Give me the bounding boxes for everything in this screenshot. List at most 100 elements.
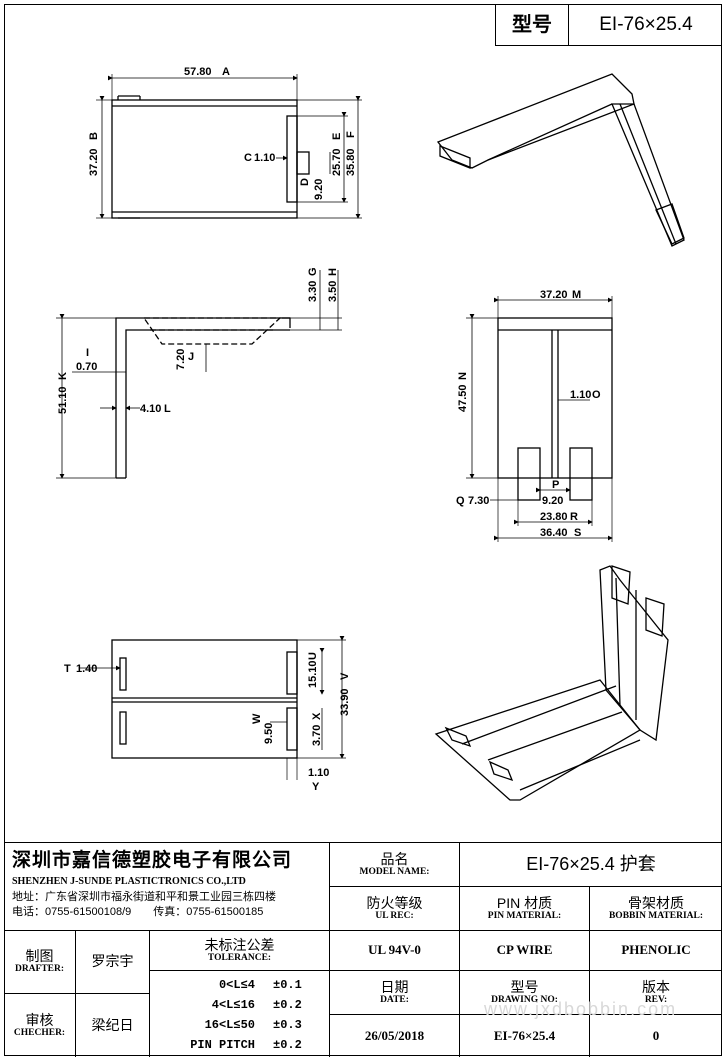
dim-tag-a: A [222,66,230,78]
title-block: 深圳市嘉信德塑胶电子有限公司 SHENZHEN J-SUNDE PLASTICT… [4,842,722,1057]
dim-bot-t: 1.40 [76,663,97,675]
dim-tag-d: D [299,178,311,186]
dim-tag-f: F [345,131,357,138]
dim-bot-x: 3.70 [311,725,323,746]
date-value: 26/05/2018 [364,1027,425,1043]
dim-tag-m: M [572,289,581,301]
tolerance-label-en: TOLERANCE: [207,952,272,963]
dim-tag-g: G [307,267,319,276]
tolerance-row: PIN PITCH±0.2 [190,1038,302,1052]
watermark: www.jxdbobbin.com [484,999,678,1019]
dim-front-r: 23.80 [540,511,568,523]
dim-tag-b: B [88,132,100,140]
top-view [96,74,362,219]
dim-top-d: 9.20 [313,179,325,200]
type-label: 型号 [512,14,552,36]
drawing-no-label-en: DRAWING NO: [491,994,558,1005]
dim-tag-h: H [327,268,339,276]
dim-top-e: 25.70 [331,148,343,176]
tolerance-row: 0<L≤4±0.1 [218,978,302,992]
company-fax: 传真：0755-61500185 [153,905,264,918]
bobbin-material-label: 骨架材质 [628,894,684,911]
tolerance-table: 0<L≤4±0.1 4<L≤16±0.2 16<L≤50±0.3 PIN PIT… [150,971,330,1057]
model-name-label: 品名 [380,850,409,867]
tolerance-label: 未标注公差 [204,936,275,953]
dim-tag-t: T [64,663,71,675]
dim-front-o: 1.10 [570,389,591,401]
dim-side-j: 7.20 [175,349,187,370]
bottom-view [80,636,346,780]
dim-front-m: 37.20 [540,289,568,301]
dim-tag-x: X [311,712,323,720]
dim-tag-j: J [188,351,194,363]
dim-front-n: 47.50 [457,384,469,412]
model-name-value: EI-76×25.4 护套 [526,853,656,874]
dim-tag-y: Y [312,781,320,793]
drawing-frame [4,4,722,1056]
type-box: 型号 EI-76×25.4 [495,4,722,46]
dim-side-k: 51.10 [57,386,69,414]
model-name-label-en: MODEL NAME: [359,866,430,877]
company-name-cn: 深圳市嘉信德塑胶电子有限公司 [12,850,293,871]
dim-tag-s: S [574,527,581,539]
drawing-no-value: EI-76×25.4 [493,1027,556,1043]
front-view [466,296,613,542]
dim-side-l: 4.10 [140,403,161,415]
dim-tag-k: K [57,372,69,380]
dim-bot-y: 1.10 [308,767,329,779]
pin-material-label-en: PIN MATERIAL: [487,910,562,921]
dim-tag-e: E [331,133,343,140]
dim-tag-l: L [164,403,171,415]
dim-top-w: 57.80 [184,66,212,78]
drafter-value: 罗宗宇 [91,953,134,970]
pin-material-value: CP WIRE [496,942,553,958]
side-view [56,270,342,479]
drafter-label: 制图 [25,948,54,965]
dim-top-f: 35.80 [345,148,357,176]
dim-top-c: 1.10 [254,152,275,164]
dim-top-h: 37.20 [88,148,100,176]
ul-value: UL 94V-0 [368,942,421,958]
dim-front-q: 7.30 [468,495,489,507]
dim-tag-w: W [251,713,263,724]
dim-tag-n: N [457,372,469,380]
dim-tag-r: R [570,511,578,523]
dim-side-i: 0.70 [76,361,97,373]
company-name-en: SHENZHEN J-SUNDE PLASTICTRONICS CO.,LTD [12,875,246,887]
dim-tag-u: U [307,652,319,660]
isometric-view-bottom [434,565,669,801]
company-phone: 电话：0755-61500108/9 [12,905,132,918]
company-address: 地址：广东省深圳市福永街道和平和景工业园三栋四楼 [12,890,276,903]
dim-tag-p: P [552,479,559,491]
isometric-view-top [436,73,685,247]
dim-side-g: 3.30 [307,281,319,302]
dim-front-p: 9.20 [542,495,563,507]
company-block: 深圳市嘉信德塑胶电子有限公司 SHENZHEN J-SUNDE PLASTICT… [4,843,330,931]
checker-label: 审核 [25,1011,54,1028]
tolerance-row: 4<L≤16±0.2 [211,998,302,1012]
dim-tag-v: V [339,672,351,680]
technical-drawing: 57.80 A 37.20 B C 1.10 9.20 D 25.70 E 35… [56,66,685,801]
checker-label-en: CHECHER: [13,1027,66,1038]
bobbin-material-label-en: BOBBIN MATERIAL: [608,910,704,921]
type-value: EI-76×25.4 [599,13,693,35]
dim-side-h: 3.50 [327,281,339,302]
bobbin-material-value: PHENOLIC [621,942,691,958]
date-label-en: DATE: [380,994,409,1005]
dim-tag-c: C [244,152,252,164]
drafter-label-en: DRAFTER: [14,964,65,975]
checker-value: 梁纪日 [91,1016,134,1033]
ul-label: 防火等级 [366,894,423,911]
date-label: 日期 [380,978,409,995]
drawing-no-label: 型号 [510,978,539,995]
rev-label-en: REV: [644,994,668,1005]
dim-tag-i: I [86,347,89,359]
ul-label-en: UL REC: [375,910,414,921]
rev-value: 0 [652,1027,660,1043]
dim-bot-w: 9.50 [263,723,275,744]
dim-tag-q: Q [456,495,465,507]
dimension-labels: 57.80 A 37.20 B C 1.10 9.20 D 25.70 E 35… [57,66,601,793]
dim-bot-u: 15.10 [307,660,319,688]
dim-tag-o: O [592,389,601,401]
dim-bot-v: 33.90 [339,688,351,716]
